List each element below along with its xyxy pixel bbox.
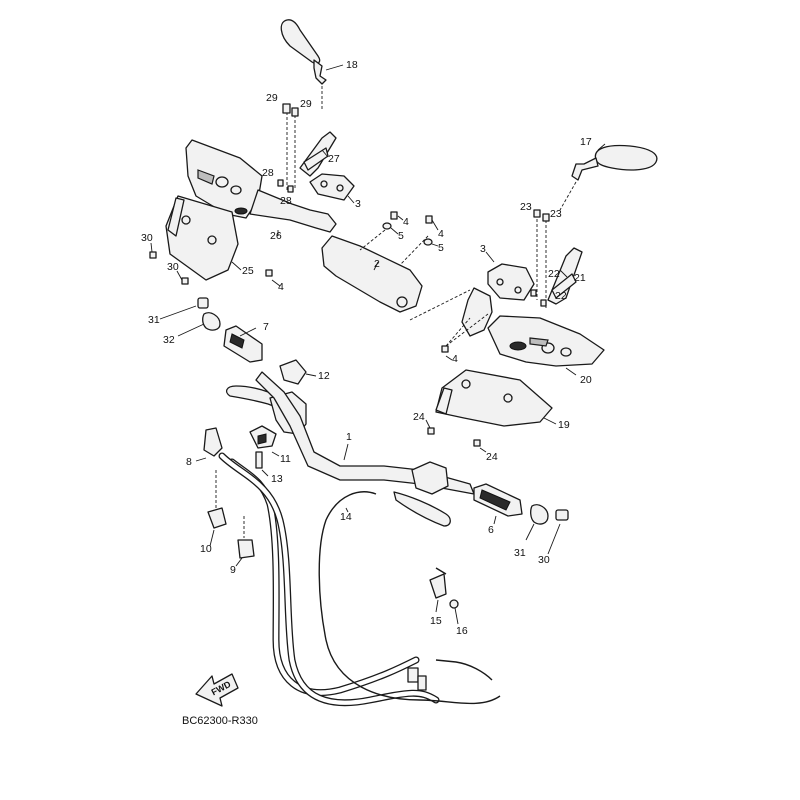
choke-cable	[318, 491, 501, 705]
callout-20: 20	[580, 374, 592, 386]
left-grip-assembly	[159, 297, 317, 385]
left-mirror-bracket	[282, 103, 337, 190]
callout-1: 1	[346, 431, 352, 443]
callout-2: 2	[374, 258, 380, 270]
throttle-cable	[228, 458, 420, 697]
callout-5: 5	[438, 242, 444, 254]
callout-10: 10	[200, 543, 212, 555]
callout-32: 32	[163, 334, 175, 346]
center-bracket-plate	[321, 229, 429, 313]
diagram-code: BC62300-R330	[182, 715, 258, 727]
callout-12: 12	[318, 370, 330, 382]
cable-clamp-hardware	[195, 427, 427, 691]
callout-21: 21	[574, 272, 586, 284]
left-handguard-housing	[185, 139, 337, 236]
left-mirror	[280, 19, 344, 110]
callout-28: 28	[280, 195, 292, 207]
callout-11: 11	[280, 453, 291, 465]
callout-13: 13	[271, 473, 283, 485]
callout-29: 29	[300, 98, 312, 110]
callout-4: 4	[438, 228, 444, 240]
misc-bolts	[149, 179, 547, 453]
callout-labels: 18 29 29 17 27 28 28 3 23 23 4 4 26 30 5…	[141, 59, 592, 637]
callout-19: 19	[558, 419, 570, 431]
callout-29: 29	[266, 92, 278, 104]
right-clamp-bracket	[485, 251, 535, 301]
callout-4: 4	[452, 353, 458, 365]
callout-23: 23	[550, 208, 562, 220]
callout-30: 30	[141, 232, 153, 244]
left-handguard-shield	[165, 195, 242, 281]
fwd-arrow-icon: FWD	[195, 673, 239, 707]
center-bolts	[382, 211, 439, 247]
callout-24: 24	[486, 451, 498, 463]
callout-5: 5	[398, 230, 404, 242]
callout-23: 23	[520, 201, 532, 213]
callout-4: 4	[403, 216, 409, 228]
callout-18: 18	[346, 59, 358, 71]
callout-31: 31	[514, 547, 526, 559]
right-handguard-housing	[487, 315, 605, 376]
right-throttle-assembly	[393, 461, 569, 555]
callout-16: 16	[456, 625, 468, 637]
callout-4: 4	[278, 281, 284, 293]
callout-25: 25	[242, 265, 254, 277]
callout-15: 15	[430, 615, 442, 627]
right-mirror-bracket	[533, 209, 583, 310]
callout-8: 8	[186, 456, 192, 468]
right-mount-arm	[409, 287, 493, 347]
callout-6: 6	[488, 524, 494, 536]
callout-26: 26	[270, 230, 282, 242]
callout-30: 30	[167, 261, 179, 273]
clutch-cable	[218, 452, 440, 707]
right-mirror	[559, 143, 658, 211]
callout-17: 17	[580, 136, 592, 148]
callout-22: 22	[555, 290, 567, 302]
callout-9: 9	[230, 564, 236, 576]
brake-switch	[429, 567, 459, 625]
callout-31: 31	[148, 314, 160, 326]
callout-24: 24	[413, 411, 425, 423]
callout-28: 28	[262, 167, 274, 179]
callout-30: 30	[538, 554, 550, 566]
callout-27: 27	[328, 153, 340, 165]
left-clamp-bracket	[309, 173, 355, 204]
right-handguard-shield	[435, 369, 557, 427]
callout-3: 3	[355, 198, 361, 210]
callout-3: 3	[480, 243, 486, 255]
callout-22: 22	[548, 268, 560, 280]
callout-7: 7	[263, 321, 269, 333]
callout-14: 14	[340, 511, 352, 523]
